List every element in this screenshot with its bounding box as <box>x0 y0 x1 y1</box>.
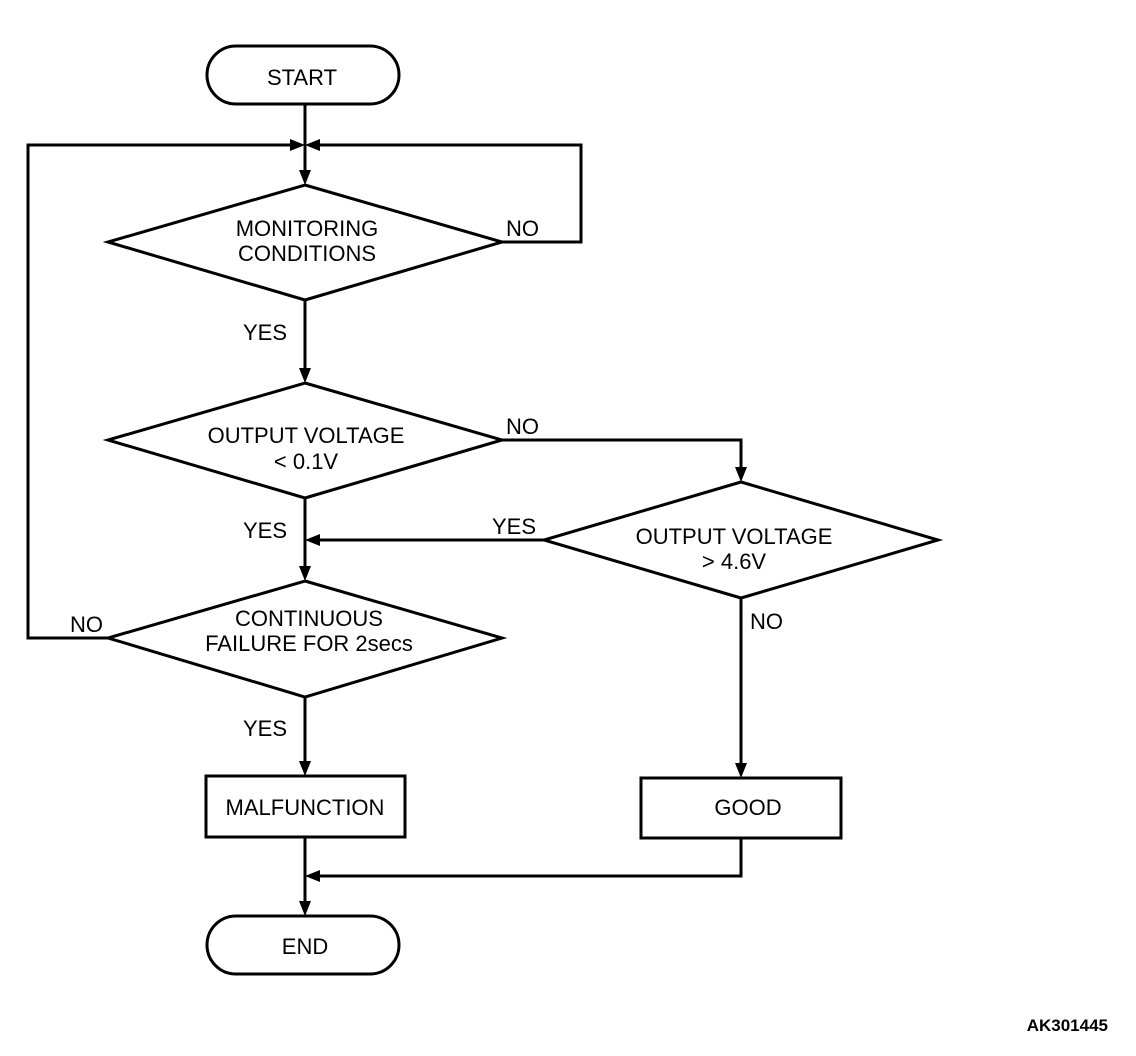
node-malfunction: MALFUNCTION <box>204 774 407 839</box>
start-terminator-shape <box>205 44 401 106</box>
edge-label-high-voltage-no: NO <box>750 609 783 634</box>
monitoring-label-line1: MONITORING <box>236 216 379 241</box>
high-voltage-decision-shape <box>538 480 944 600</box>
good-process-shape <box>639 776 843 840</box>
edge-label-low-voltage-no: NO <box>506 414 539 439</box>
arrowhead-into-good <box>735 763 747 778</box>
arrowhead-high-voltage-yes <box>305 534 320 546</box>
edge-label-monitoring-yes: YES <box>243 320 287 345</box>
edge-labels: NO YES NO YES YES NO NO YES <box>70 216 783 741</box>
end-terminator-shape <box>205 914 401 976</box>
node-output-voltage-high: OUTPUT VOLTAGE > 4.6V <box>538 480 944 600</box>
continuous-label-line2: FAILURE FOR 2secs <box>205 631 413 656</box>
monitoring-label-line2: CONDITIONS <box>238 241 376 266</box>
node-end: END <box>205 914 401 976</box>
malfunction-process-shape <box>204 774 407 839</box>
node-monitoring-conditions: MONITORING CONDITIONS <box>102 183 508 302</box>
edge-label-continuous-yes: YES <box>243 716 287 741</box>
arrowhead-into-end <box>299 901 311 916</box>
node-continuous-failure: CONTINUOUS FAILURE FOR 2secs <box>102 579 508 699</box>
node-start: START <box>205 44 401 106</box>
arrowhead-into-high-voltage <box>735 467 747 482</box>
connector-good-to-end <box>317 838 743 878</box>
high-voltage-label-line2: > 4.6V <box>702 549 767 574</box>
edge-label-monitoring-no: NO <box>506 216 539 241</box>
node-output-voltage-low: OUTPUT VOLTAGE < 0.1V <box>102 381 508 500</box>
node-good: GOOD <box>639 776 843 840</box>
end-label: END <box>282 934 328 959</box>
figure-id: AK301445 <box>1027 1016 1108 1035</box>
continuous-label-line1: CONTINUOUS <box>235 606 383 631</box>
malfunction-label: MALFUNCTION <box>226 795 385 820</box>
arrowhead-into-continuous <box>299 566 311 581</box>
arrowheads <box>290 139 747 916</box>
high-voltage-label-line1: OUTPUT VOLTAGE <box>636 524 833 549</box>
edge-label-continuous-no: NO <box>70 612 103 637</box>
connector-monitoring-no-loop <box>317 143 583 244</box>
arrowhead-from-good <box>305 870 320 882</box>
continuous-decision-shape <box>102 579 508 699</box>
edge-label-high-voltage-yes: YES <box>492 514 536 539</box>
connectors <box>26 104 743 907</box>
arrowhead-into-low-voltage <box>299 368 311 383</box>
arrowhead-left-loop <box>290 139 305 151</box>
good-label: GOOD <box>714 795 781 820</box>
monitoring-decision-shape <box>102 183 508 302</box>
connector-low-voltage-no <box>502 438 743 474</box>
edge-label-low-voltage-yes: YES <box>243 518 287 543</box>
arrowhead-right-loop <box>305 139 320 151</box>
start-label: START <box>267 65 337 90</box>
arrowhead-into-malfunction <box>299 761 311 776</box>
connector-continuous-no-loop <box>26 143 293 640</box>
low-voltage-decision-shape <box>102 381 508 500</box>
low-voltage-label-line2: < 0.1V <box>274 449 339 474</box>
arrowhead-into-monitoring <box>299 170 311 185</box>
low-voltage-label-line1: OUTPUT VOLTAGE <box>208 423 405 448</box>
